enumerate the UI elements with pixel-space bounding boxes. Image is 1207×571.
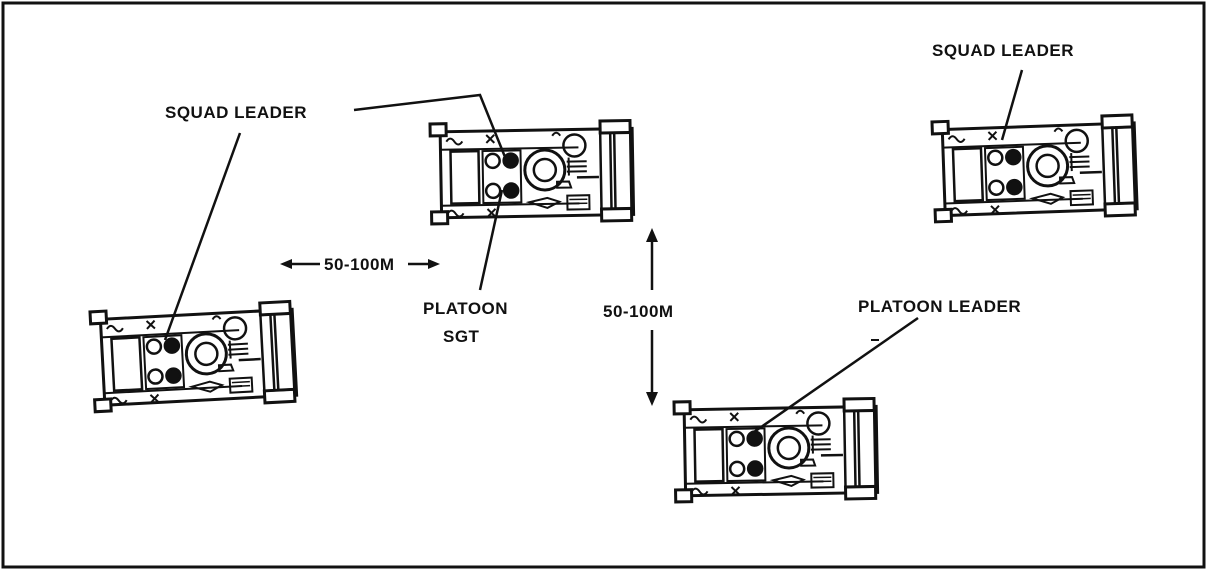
horizontal-distance-arrow (280, 259, 440, 269)
leader-line-left-squad (163, 132, 242, 341)
label-distance-horizontal: 50-100M (324, 255, 395, 274)
label-squad-leader-left: SQUAD LEADER (165, 103, 307, 122)
vehicle-right (930, 113, 1139, 224)
vertical-distance-arrow (646, 228, 658, 406)
label-squad-leader-right: SQUAD LEADER (932, 41, 1074, 60)
vehicle-bottom (672, 396, 880, 504)
label-platoon-sgt-line2: SGT (443, 327, 480, 346)
label-platoon-leader: PLATOON LEADER (858, 297, 1021, 316)
label-platoon-sgt-line1: PLATOON (423, 299, 508, 318)
leader-line-center-squad (353, 93, 507, 158)
leader-line-platoon-sgt (478, 189, 504, 291)
leader-line-right-squad (1000, 69, 1024, 141)
vehicle-center (428, 118, 636, 226)
vehicle-left (88, 299, 299, 414)
leader-line-platoon-leader (753, 316, 919, 434)
label-distance-vertical: 50-100M (603, 302, 674, 321)
